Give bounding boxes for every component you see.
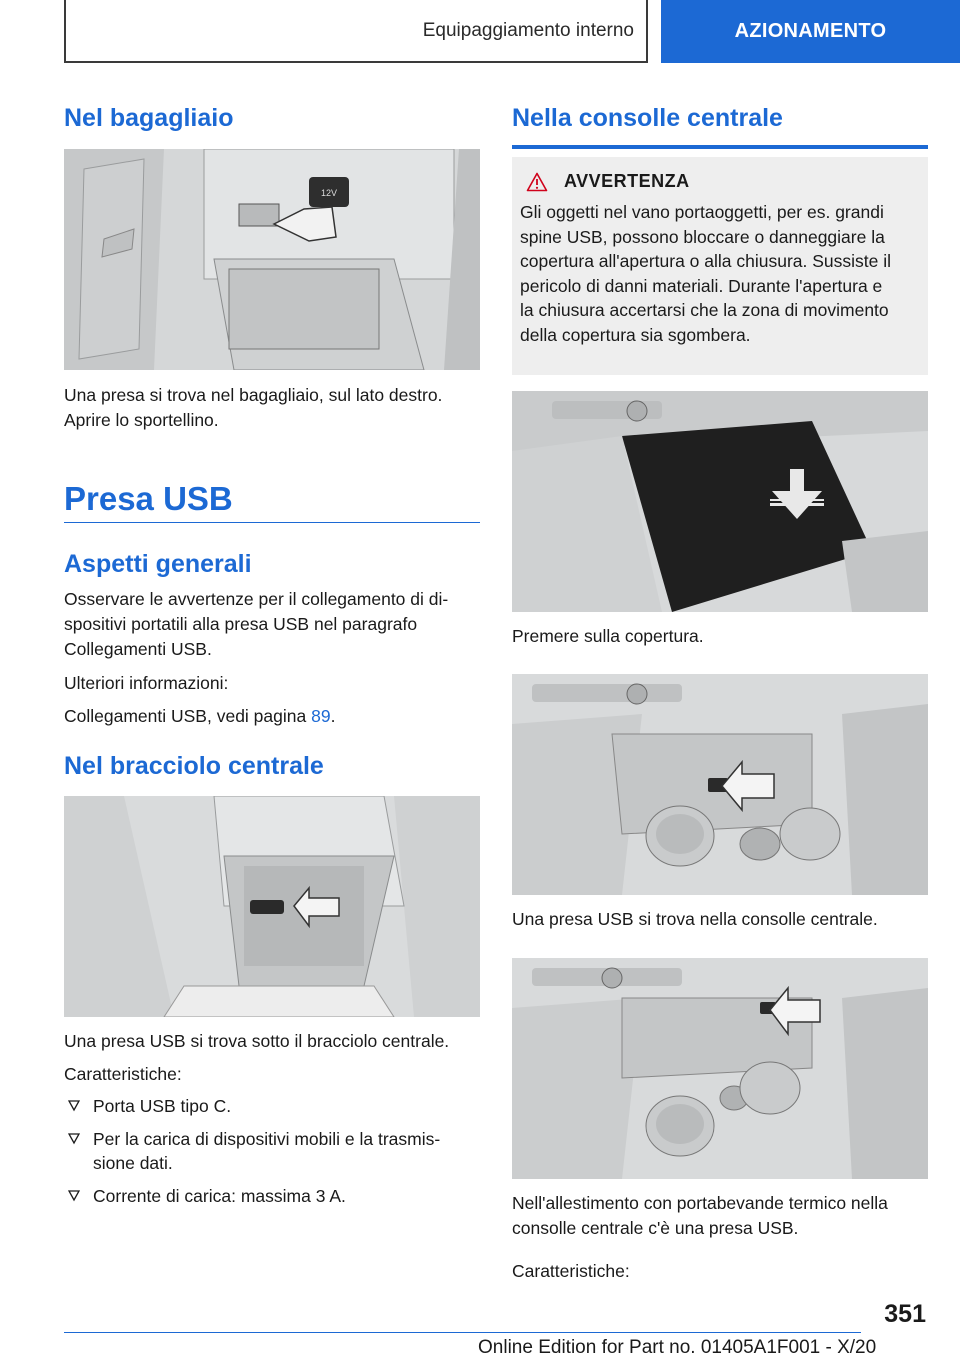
caption-bagagliaio-1: Una presa si trova nel bagagliaio, sul l… [64,385,443,405]
figure-thermo-cupholder-usb [512,958,928,1179]
heading-aspetti-generali: Aspetti generali [64,550,252,578]
heading-consolle: Nella consolle centrale [512,104,783,132]
caption-termico-2: consolle centrale c'è una presa USB. [512,1218,799,1238]
figure-console-usb [512,674,928,895]
collegamenti-prefix: Collegamenti USB, vedi pagina [64,706,312,726]
page-link-89[interactable]: 89 [311,706,331,726]
warning-line: pericolo di danni materiali. Durante l'a… [520,275,883,296]
warning-line: Gli oggetti nel vano portaoggetti, per e… [520,202,884,222]
warning-line: della copertura sia sgombera. [520,324,751,345]
warning-line: spine USB, possono bloccare o danneggiar… [520,226,885,247]
footer-edition: Online Edition for Part no. 01405A1F001 … [478,1337,877,1358]
warning-box: AVVERTENZA Gli oggetti nel vano portaogg… [512,157,928,375]
figure-trunk-socket: 12V [64,149,480,370]
heading-rule [64,522,480,523]
page-number: 351 [884,1300,926,1328]
header-chapter-label: AZIONAMENTO [734,20,887,42]
triangle-bullet-icon [68,1133,80,1145]
caption-bracciolo: Una presa USB si trova sotto il bracciol… [64,1031,450,1051]
ulteriori-informazioni: Ulteriori informazioni: [64,673,229,693]
caption-copertura: Premere sulla copertura. [512,626,704,646]
bullet-text: Corrente di carica: massima 3 A. [93,1186,346,1206]
header-section-tab: Equipaggiamento interno [64,0,648,63]
label-12v: 12V [321,188,337,198]
caption-consolle: Una presa USB si trova nella consolle ce… [512,909,878,929]
warning-line: copertura all'apertura o alla chiusura. … [520,251,892,271]
collegamenti-suffix: . [330,706,336,726]
heading-bagagliaio: Nel bagagliaio [64,104,234,132]
header-section-label: Equipaggiamento interno [422,19,634,41]
heading-presa-usb: Presa USB [64,480,233,517]
caratteristiche-right: Caratteristiche: [512,1261,630,1281]
bullet-item-continuation: sione dati. [64,1151,484,1176]
figure-press-cover [512,391,928,612]
warning-text: Gli oggetti nel vano portaoggetti, per e… [520,200,920,347]
bullet-text: Per la carica di dispositivi mobili e la… [93,1129,441,1149]
caratteristiche-left: Caratteristiche: [64,1064,182,1084]
warning-line: la chiusura accertarsi che la zona di mo… [520,300,889,320]
bullet-item: Porta USB tipo C. [64,1094,484,1119]
caption-bagagliaio-2: Aprire lo sportellino. [64,410,219,430]
caption-termico-1: Nell'allestimento con portabevande termi… [512,1193,888,1213]
bullet-text: Porta USB tipo C. [93,1096,232,1116]
aspetti-line-2: spositivi portatili alla presa USB nel p… [64,614,418,634]
bullet-text: sione dati. [93,1153,173,1173]
bullet-item: Corrente di carica: massima 3 A. [64,1184,484,1209]
heading-bracciolo: Nel bracciolo centrale [64,752,324,780]
heading-rule-thick [512,145,928,149]
aspetti-line-3: Collegamenti USB. [64,639,212,659]
footer-rule [64,1332,861,1333]
aspetti-line-1: Osservare le avvertenze per il collegame… [64,589,449,609]
warning-label: AVVERTENZA [564,171,690,191]
warning-triangle-icon [526,172,548,191]
triangle-bullet-icon [68,1190,80,1202]
header-chapter-tab[interactable]: AZIONAMENTO [661,0,960,63]
bullet-item: Per la carica di dispositivi mobili e la… [64,1127,484,1152]
warning-title: AVVERTENZA [526,171,920,192]
collegamenti-reference: Collegamenti USB, vedi pagina 89. [64,704,484,729]
triangle-bullet-icon [68,1100,80,1112]
figure-armrest-usb [64,796,480,1017]
